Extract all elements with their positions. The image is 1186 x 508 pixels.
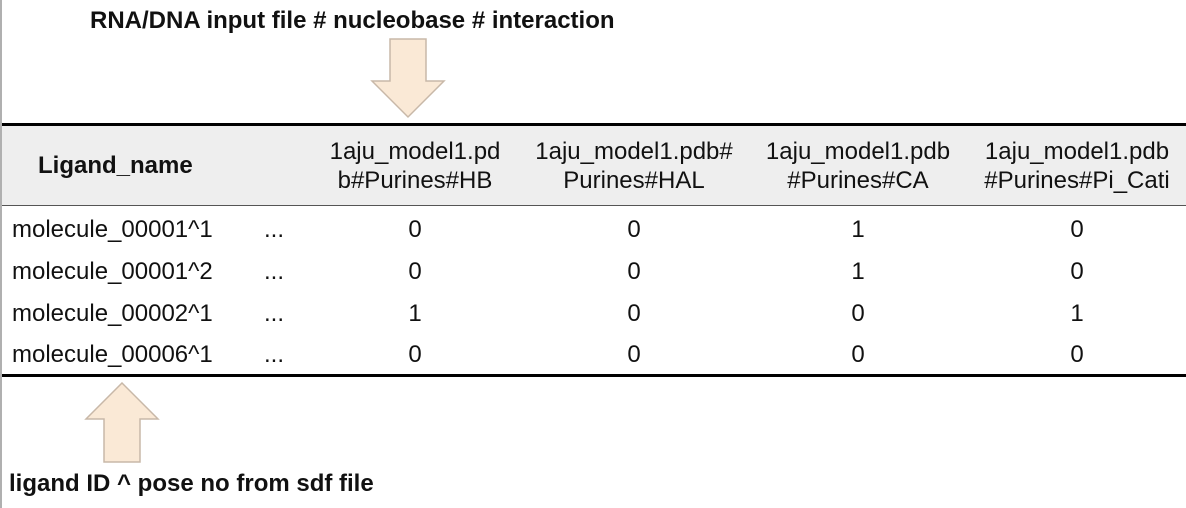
cell-hal: 0 [627, 341, 641, 368]
cell-pi-cation: 0 [1070, 216, 1084, 243]
table-header-background [2, 126, 1186, 205]
row-ligand-name: molecule_00002^1 [12, 300, 213, 327]
row-ellipsis: ... [264, 258, 285, 285]
cell-pi-cation: 1 [1070, 300, 1084, 327]
cell-hb: 0 [408, 341, 422, 368]
down-arrow-shape [370, 38, 446, 119]
row-ligand-name: molecule_00001^2 [12, 258, 213, 285]
row-ellipsis: ... [264, 341, 285, 368]
up-arrow-shape [84, 382, 160, 463]
cell-hb: 0 [408, 216, 422, 243]
cell-hb: 0 [408, 258, 422, 285]
left-border [0, 0, 2, 508]
cell-hal: 0 [627, 216, 641, 243]
table-bottom-rule [2, 374, 1186, 377]
table-row: molecule_00006^1 ... 0 0 0 0 [2, 334, 1186, 376]
down-arrow-icon [370, 38, 446, 119]
header-col-pi-cation: 1aju_model1.pdb #Purines#Pi_Cati [984, 137, 1170, 194]
header-ligand-name: Ligand_name [38, 152, 193, 179]
table-row: molecule_00002^1 ... 1 0 0 1 [2, 293, 1186, 335]
header-col-hb: 1aju_model1.pd b#Purines#HB [329, 137, 501, 194]
cell-hb: 1 [408, 300, 422, 327]
cell-hal: 0 [627, 300, 641, 327]
row-ellipsis: ... [264, 216, 285, 243]
row-ligand-name: molecule_00006^1 [12, 341, 213, 368]
table-row: molecule_00001^1 ... 0 0 1 0 [2, 209, 1186, 251]
header-col-hal: 1aju_model1.pdb# Purines#HAL [535, 137, 733, 194]
row-ellipsis: ... [264, 300, 285, 327]
cell-ca: 0 [851, 300, 865, 327]
cell-pi-cation: 0 [1070, 341, 1084, 368]
cell-ca: 0 [851, 341, 865, 368]
header-col-ca: 1aju_model1.pdb #Purines#CA [765, 137, 951, 194]
cell-hal: 0 [627, 258, 641, 285]
row-ligand-name: molecule_00001^1 [12, 216, 213, 243]
cell-pi-cation: 0 [1070, 258, 1084, 285]
table-top-rule [2, 123, 1186, 126]
top-annotation-label: RNA/DNA input file # nucleobase # intera… [90, 7, 615, 34]
table-header-rule [2, 205, 1186, 206]
bottom-annotation-label: ligand ID ^ pose no from sdf file [9, 470, 374, 497]
table-row: molecule_00001^2 ... 0 0 1 0 [2, 251, 1186, 293]
cell-ca: 1 [851, 258, 865, 285]
up-arrow-icon [84, 382, 160, 463]
cell-ca: 1 [851, 216, 865, 243]
